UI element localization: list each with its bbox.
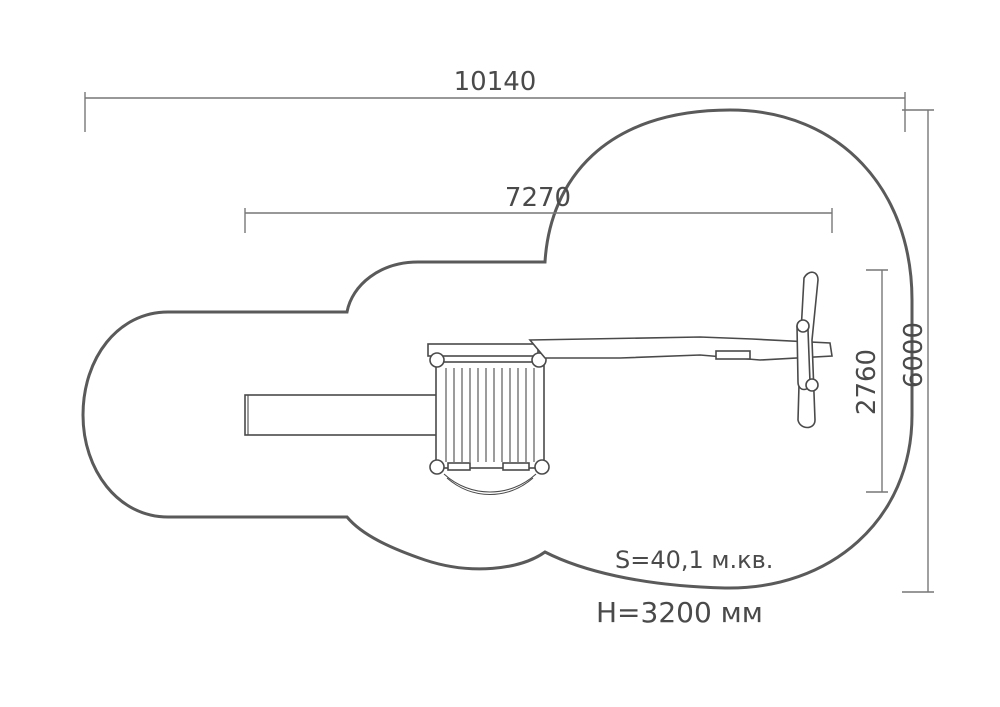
tower-platform <box>427 343 550 495</box>
slide <box>244 394 441 436</box>
dimension-total-width: 6000 <box>899 109 934 593</box>
area-note: S=40,1 м.кв. <box>615 546 773 574</box>
post-top-left <box>429 352 445 368</box>
height-note: H=3200 мм <box>596 596 763 629</box>
post-bottom-right <box>534 459 550 475</box>
post-bottom-left <box>429 459 445 475</box>
dimension-equipment-width: 2760 <box>852 269 888 493</box>
swing-frame-logs <box>796 271 819 429</box>
dimension-equipment-length: 7270 <box>244 183 833 233</box>
dimension-total-length-label: 10140 <box>454 67 537 97</box>
dimension-total-width-label: 6000 <box>899 322 929 388</box>
safety-zone-outline <box>81 108 914 590</box>
log-beam <box>528 336 833 361</box>
post-top-right <box>531 352 547 368</box>
dimension-total-length: 10140 <box>84 67 906 132</box>
dimension-equipment-width-label: 2760 <box>852 349 882 415</box>
dimension-equipment-length-label: 7270 <box>505 183 571 213</box>
platform-deck-boards <box>445 368 535 462</box>
